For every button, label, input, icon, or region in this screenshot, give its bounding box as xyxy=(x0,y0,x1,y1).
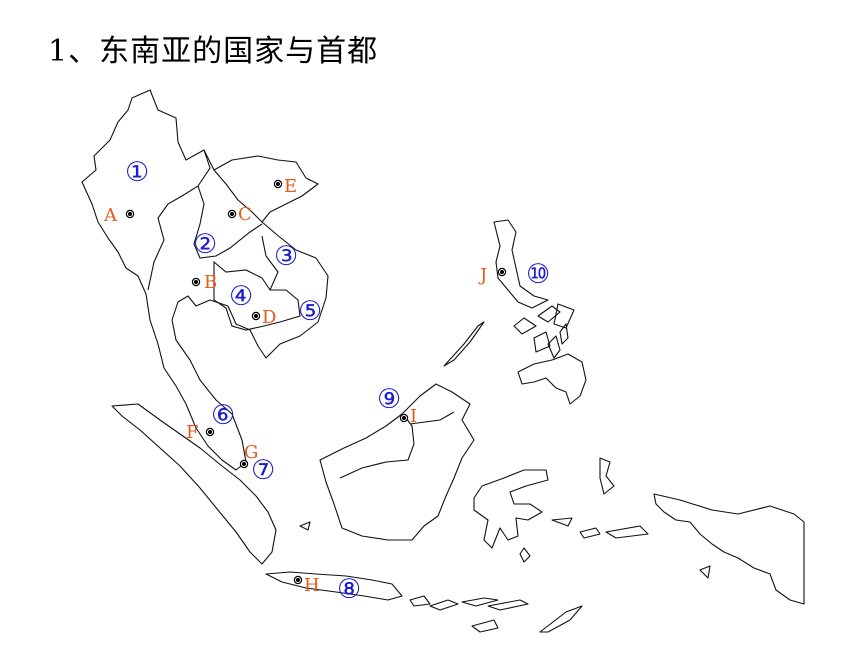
svg-text:③: ③ xyxy=(274,241,298,272)
country-number-6: ⑥ xyxy=(211,400,235,431)
svg-text:⑥: ⑥ xyxy=(211,400,235,431)
halmahera-island xyxy=(599,457,615,495)
country-number-4: ④ xyxy=(229,281,253,312)
capital-label-d: D xyxy=(262,307,276,328)
island-flores xyxy=(487,599,529,611)
country-number-5: ⑤ xyxy=(298,296,322,327)
cambodia-border xyxy=(213,260,301,331)
island-sumba xyxy=(471,619,499,633)
mainland-outline xyxy=(81,89,329,471)
myanmar-thailand-border xyxy=(147,149,211,291)
svg-text:⑩: ⑩ xyxy=(526,259,550,290)
borneo-border xyxy=(339,417,415,479)
capital-J: J xyxy=(478,265,507,286)
palawan-island xyxy=(443,321,485,367)
leyte-island xyxy=(559,323,569,345)
capital-C: C xyxy=(227,204,252,225)
island-lombok xyxy=(429,599,459,611)
island-sumbawa xyxy=(461,597,499,607)
capital-label-f: F xyxy=(186,422,199,443)
capital-label-h: H xyxy=(304,575,320,596)
buru-island xyxy=(551,517,573,527)
capital-label-j: J xyxy=(478,265,487,286)
country-number-9: ⑨ xyxy=(377,384,401,415)
capital-label-a: A xyxy=(103,205,118,226)
samar-island xyxy=(553,303,575,329)
svg-text:⑦: ⑦ xyxy=(251,455,275,486)
capital-label-g: G xyxy=(244,442,258,463)
page-title: 1、东南亚的国家与首都 xyxy=(48,34,379,69)
svg-text:⑨: ⑨ xyxy=(377,384,401,415)
islet xyxy=(699,565,711,579)
thailand-laos-border xyxy=(193,185,263,259)
capital-G: G xyxy=(239,442,258,469)
small-island xyxy=(299,521,311,531)
sumatra-island xyxy=(111,403,277,565)
capital-label-c: C xyxy=(238,204,252,225)
capital-D: D xyxy=(251,307,276,328)
country-number-7: ⑦ xyxy=(251,455,275,486)
cebu-island xyxy=(547,335,561,359)
mindanao-island xyxy=(517,353,587,405)
panay-island xyxy=(533,331,551,353)
capital-B: B xyxy=(191,272,217,293)
mindoro-island xyxy=(513,317,537,335)
island-timor xyxy=(539,605,583,633)
country-number-10: ⑩ xyxy=(526,259,550,290)
laos-vietnam-border xyxy=(213,169,263,223)
svg-text:④: ④ xyxy=(229,281,253,312)
new-guinea-island xyxy=(653,493,805,605)
capital-label-b: B xyxy=(204,272,217,293)
svg-text:⑤: ⑤ xyxy=(298,296,322,327)
capital-label-e: E xyxy=(284,176,297,197)
borneo-island xyxy=(319,383,475,541)
svg-text:②: ② xyxy=(193,229,217,260)
country-number-8: ⑧ xyxy=(337,574,361,605)
sulawesi-islet xyxy=(519,547,531,563)
masbate-island xyxy=(537,305,561,323)
island-bali xyxy=(409,595,431,607)
country-number-1: ① xyxy=(125,157,149,188)
country-number-2: ② xyxy=(193,229,217,260)
capital-E: E xyxy=(273,176,297,197)
sabah-border xyxy=(409,411,455,425)
sulawesi-island xyxy=(473,469,549,549)
laos-cambodia-border xyxy=(261,235,279,291)
java-island xyxy=(265,571,403,601)
capital-H: H xyxy=(293,575,320,596)
svg-text:⑧: ⑧ xyxy=(337,574,361,605)
seram-island xyxy=(579,527,601,539)
capital-label-i: I xyxy=(410,406,417,427)
country-number-3: ③ xyxy=(274,241,298,272)
capital-I: I xyxy=(399,406,417,427)
luzon-island xyxy=(493,219,549,309)
svg-text:①: ① xyxy=(125,157,149,188)
capital-F: F xyxy=(186,422,215,443)
seram-east-island xyxy=(605,525,649,539)
capital-A: A xyxy=(103,205,135,226)
